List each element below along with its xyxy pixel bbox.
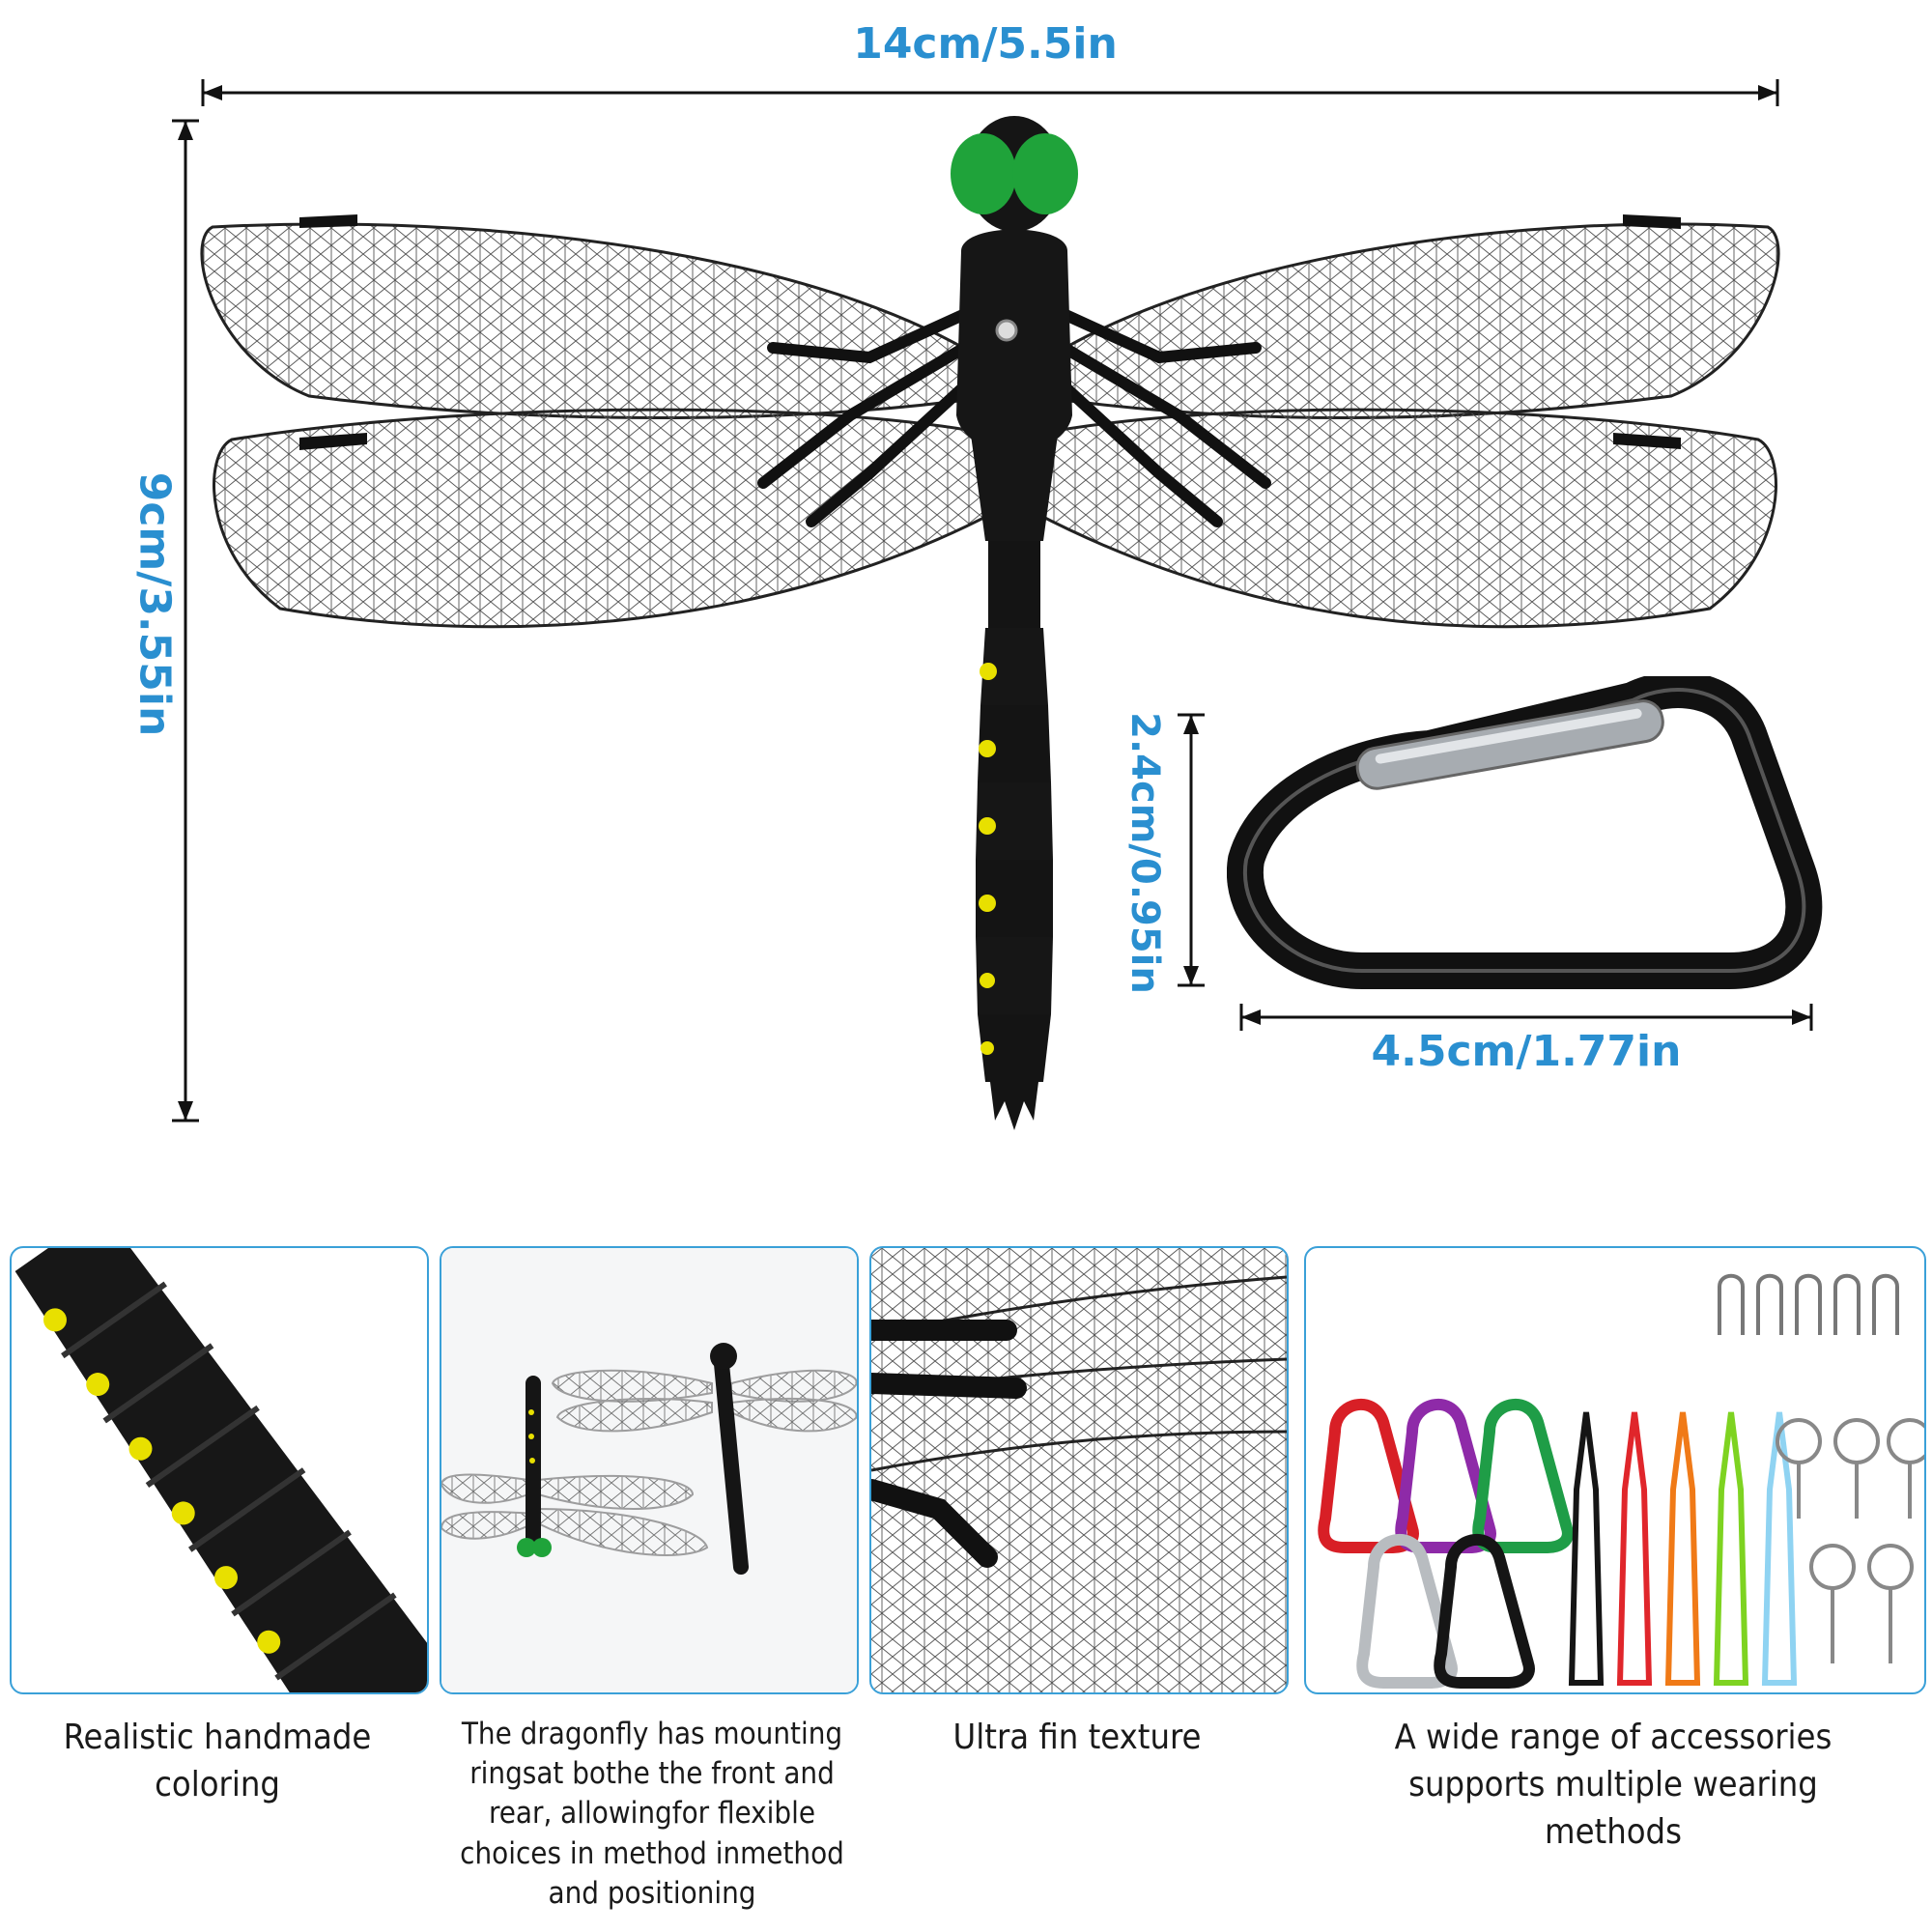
dragonfly-product-image [200,116,1780,1130]
safety-pins-icon [1718,1273,1899,1335]
dragonfly-body [951,116,1078,1130]
feature-caption-mounting: The dragonfly has mounting ringsat bothe… [460,1717,844,1911]
two-dragonflies-image [441,1248,857,1692]
rear-right-wing [1032,408,1777,629]
feature-panel-mounting [440,1246,859,1694]
height-dimension-arrow [172,119,199,1122]
clip-gate [1355,699,1664,790]
height-dimension-label: 9cm/3.55in [129,471,180,737]
carabiner-clip-image [1227,676,1823,989]
feature-caption-accessories: A wide range of accessories supports mul… [1394,1718,1833,1852]
feature-panel-accessories [1304,1246,1926,1694]
dragonfly-legs [757,303,1271,527]
left-eye-icon [951,133,1016,214]
front-mounting-ring-icon [995,319,1018,342]
abdomen-closeup-image [14,1248,427,1692]
clip-height-arrow [1178,713,1205,987]
right-eye-icon [1012,133,1078,214]
lanyards-icon [1568,1411,1798,1686]
clip-height-label: 2.4cm/0.95in [1122,712,1167,994]
feature-panel-coloring [10,1246,429,1694]
clip-width-label: 4.5cm/1.77in [1371,1027,1682,1076]
accessories-image [1318,1273,1924,1689]
abdomen-segments [976,628,1053,1130]
rear-left-wing [213,408,997,629]
width-dimension-label: 14cm/5.5in [853,19,1118,69]
front-left-wing [200,214,997,419]
front-right-wing [1032,214,1780,419]
feature-caption-texture: Ultra fin texture [952,1718,1202,1757]
feature-caption-coloring: Realistic handmade coloring [63,1718,372,1804]
width-dimension-arrow [201,79,1779,106]
colored-carabiners-icon [1318,1399,1574,1689]
yellow-spots [979,663,997,1055]
wing-texture-closeup-image [871,1248,1287,1692]
key-rings-icon [1776,1418,1924,1663]
clip-width-arrow [1239,1004,1813,1031]
feature-panel-texture [869,1246,1289,1694]
